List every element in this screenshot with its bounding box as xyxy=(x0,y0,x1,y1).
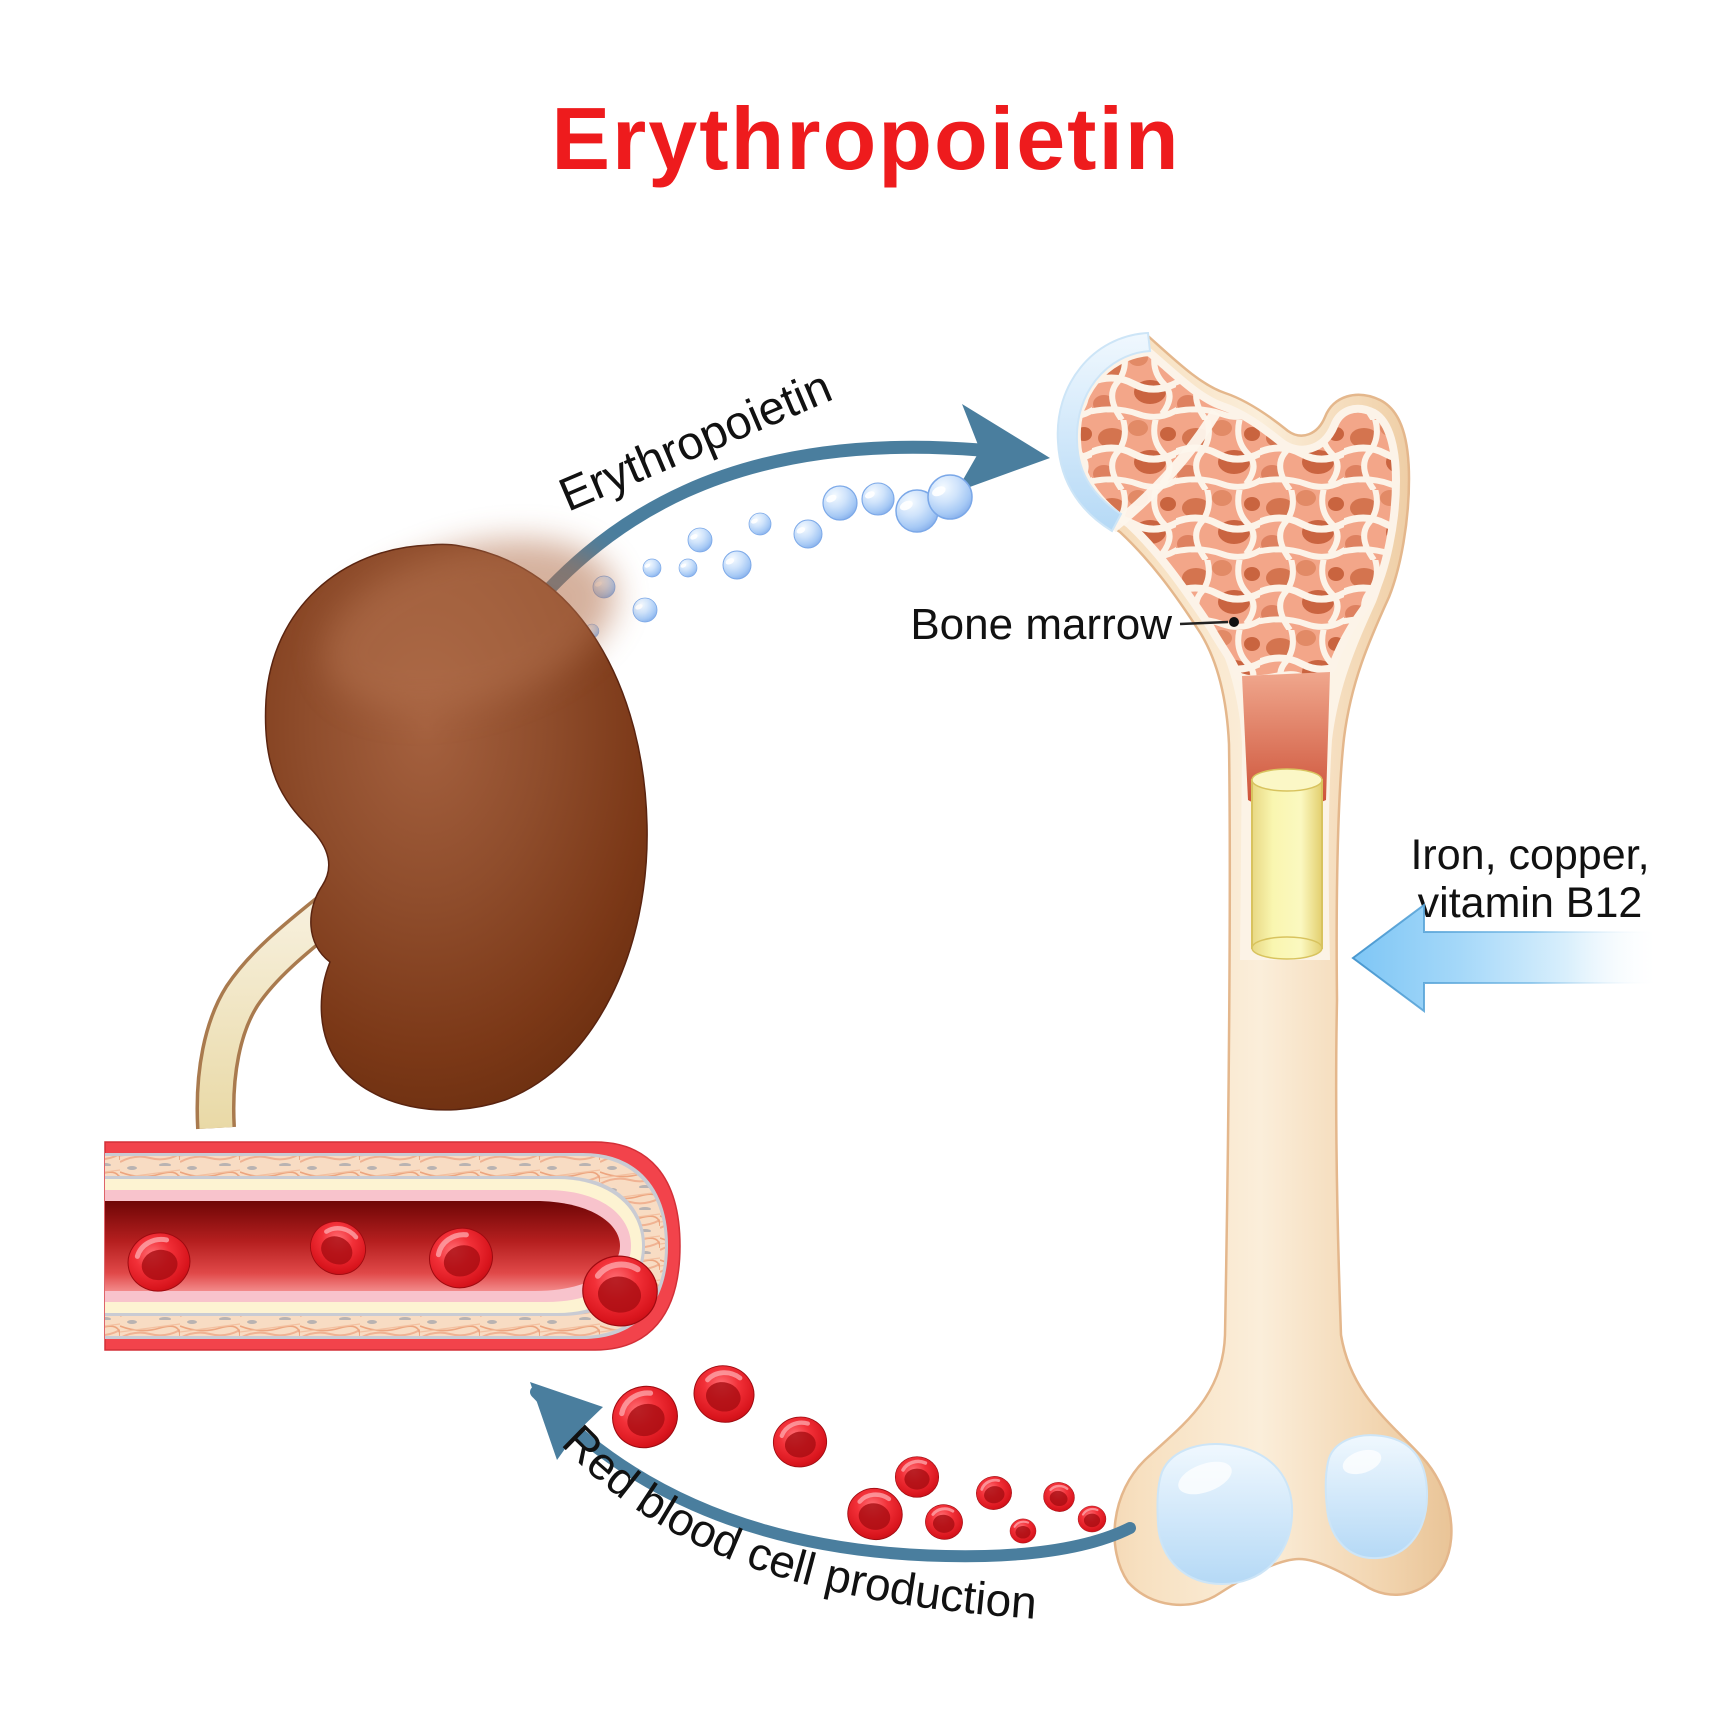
epo-droplet-icon xyxy=(722,550,752,580)
epo-droplet-icon xyxy=(793,519,823,549)
epo-droplet-icon xyxy=(632,597,658,623)
condyle-cartilage xyxy=(1156,1434,1429,1586)
rbc-production-curve xyxy=(530,1386,1136,1563)
nutrients-label-line2: vitamin B12 xyxy=(1418,879,1643,927)
epo-arrowhead-icon xyxy=(956,404,1050,492)
leader-dot-icon xyxy=(1229,617,1239,627)
yellow-marrow-cylinder xyxy=(1251,768,1323,960)
epiphyseal-line xyxy=(1108,409,1221,533)
epo-droplet-icon xyxy=(642,558,662,578)
red-blood-cell-icon xyxy=(688,1359,760,1428)
red-blood-cell-icon xyxy=(1076,1504,1108,1534)
page-title: Erythropoietin xyxy=(551,89,1181,188)
ureter-illustration xyxy=(195,890,349,1130)
rbc-production-arrowhead-icon xyxy=(530,1382,603,1460)
red-blood-cell-icon xyxy=(921,1500,967,1544)
epo-droplet-icon xyxy=(748,512,772,536)
red-blood-cell-icon xyxy=(893,1454,941,1500)
nutrients-arrow-icon xyxy=(1351,903,1732,1013)
red-blood-cell-icon xyxy=(972,1472,1016,1514)
nutrients-callout: Iron, copper, vitamin B12 xyxy=(1351,831,1732,1013)
epo-arrow-label: Erythropoietin xyxy=(551,359,839,521)
nutrients-label-line1: Iron, copper, xyxy=(1410,831,1649,879)
bone-marrow-callout: Bone marrow xyxy=(910,600,1239,649)
red-blood-cell-icon xyxy=(770,1414,830,1471)
kidney-illustration xyxy=(264,539,648,1111)
red-blood-cell-icon xyxy=(843,1483,907,1544)
rbc-production-arrow xyxy=(530,1382,1136,1563)
bone-marrow-label: Bone marrow xyxy=(910,600,1172,649)
leader-line xyxy=(1179,620,1229,626)
epo-droplet-icon xyxy=(678,558,698,578)
femur-head-cartilage xyxy=(1056,331,1152,533)
blood-vessel-cross-section xyxy=(104,1141,681,1351)
femur-bone-cross-section xyxy=(1056,331,1453,1606)
kidney-highlight xyxy=(324,539,616,711)
epo-droplet-icon xyxy=(822,485,858,521)
red-blood-cell-icon xyxy=(1008,1517,1038,1545)
epo-droplet-icon xyxy=(687,527,713,553)
epo-droplet-icon xyxy=(927,474,973,520)
epo-droplet-icon xyxy=(861,482,895,516)
femur-outline xyxy=(1061,334,1453,1606)
red-blood-cell-icon xyxy=(1039,1477,1079,1517)
